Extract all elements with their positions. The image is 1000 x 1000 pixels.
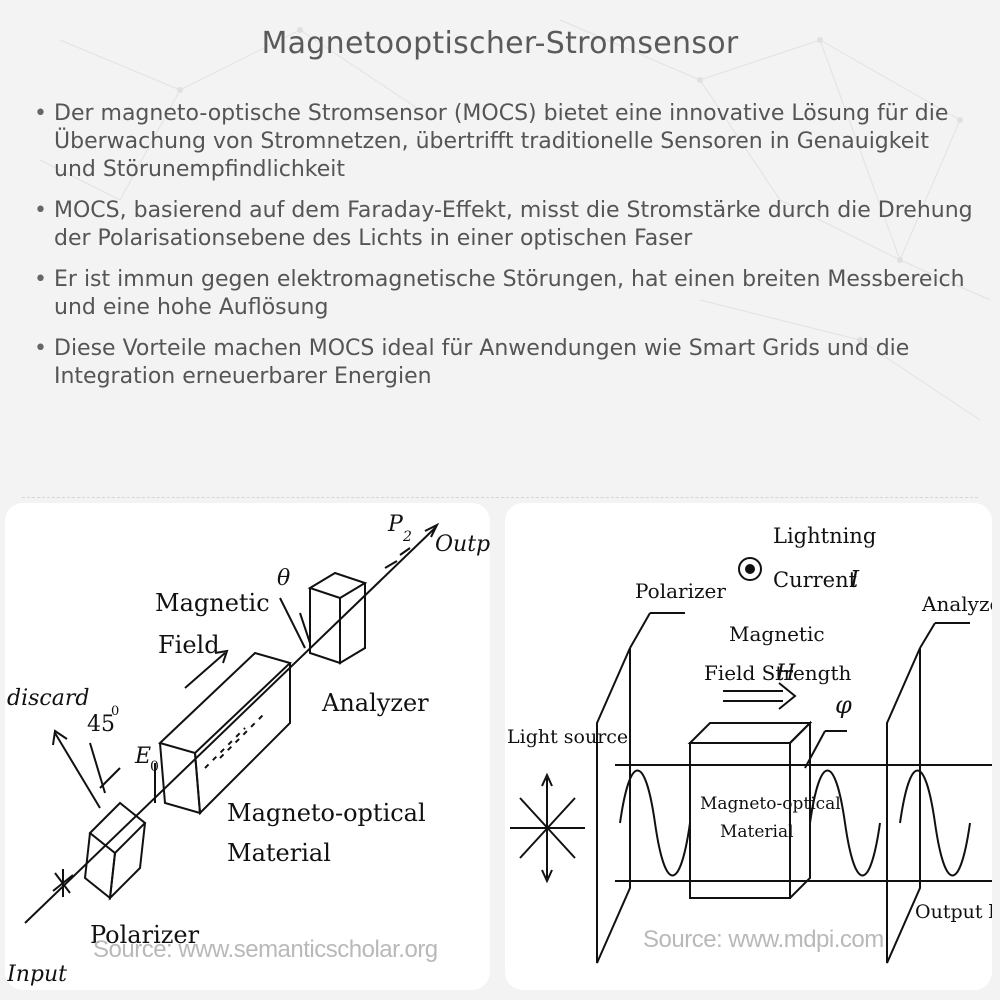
analyzer-label: Analyzer	[921, 592, 992, 616]
left-source-credit: Source: www.semanticscholar.org	[93, 936, 438, 963]
mo-rod-side	[194, 663, 291, 816]
left-diagram-panel: P 2 Output θ Magnetic Field Analyzer dis…	[5, 503, 490, 990]
mo-cube-front	[689, 742, 791, 899]
mo-cube-side	[789, 720, 811, 899]
polarizer-cube-right	[108, 822, 146, 901]
magnetic-field-arrow	[184, 652, 226, 689]
light-beam-line	[24, 527, 436, 924]
mo-material-label-line2: Material	[227, 839, 331, 867]
angle-superscript: 0	[111, 704, 119, 719]
faraday-sensor-diagram: P 2 Output θ Magnetic Field Analyzer dis…	[6, 512, 490, 987]
input-label: Input	[6, 962, 67, 987]
lightning-current-sensor-diagram: Lightning Current I Polarizer Magnetic F…	[507, 524, 992, 964]
output-wave-right	[899, 769, 971, 877]
p2-subscript: 2	[402, 529, 412, 545]
page-title: Magnetooptischer-Stromsensor	[261, 26, 739, 61]
current-direction-symbol	[738, 557, 762, 581]
field-strength-label: Field Strength	[704, 661, 852, 685]
magnetic-label: Magnetic	[155, 589, 270, 617]
mo-material-label-line1: Magneto-optical	[700, 794, 841, 814]
light-source-star	[510, 778, 585, 878]
mo-material-label-line2: Material	[720, 822, 794, 842]
light-source-label: Light source	[507, 726, 628, 748]
analyzer-cube-left	[309, 588, 341, 665]
polarizer-plate	[596, 647, 631, 964]
polarizer-cube-top	[88, 801, 147, 855]
magnetic-label: Magnetic	[729, 622, 825, 646]
current-dot	[745, 564, 755, 574]
analyzer-plate	[886, 647, 921, 964]
theta-label: θ	[277, 566, 290, 591]
analyzer-leader	[919, 622, 936, 649]
angle-label: 45	[87, 712, 115, 737]
bullet-list: Der magneto-optische Stromsensor (MOCS) …	[34, 100, 974, 404]
bullet-item: MOCS, basierend auf dem Faraday-Effekt, …	[34, 197, 974, 253]
bullet-item: Er ist immun gegen elektromagnetische St…	[34, 266, 974, 322]
e0-label: E	[134, 744, 151, 769]
output-label: Output	[435, 532, 490, 557]
bullet-item: Diese Vorteile machen MOCS ideal für Anw…	[34, 335, 974, 391]
mo-material-label-line1: Magneto-optical	[227, 799, 426, 827]
right-source-credit: Source: www.mdpi.com	[643, 926, 884, 953]
phi-label: φ	[835, 691, 852, 719]
rotated-wave-middle	[809, 769, 881, 877]
polarizer-leader	[629, 612, 651, 649]
analyzer-cube-right	[339, 583, 366, 665]
polarizer-label: Polarizer	[90, 921, 200, 949]
field-arrow-shaft	[723, 690, 783, 702]
magnetic-field-arrowhead	[214, 649, 229, 664]
field-arrowhead	[778, 682, 797, 710]
discard-label: discard	[7, 686, 89, 711]
field-symbol: H	[775, 661, 796, 686]
polarizer-label: Polarizer	[635, 579, 726, 603]
analyzer-cube-top	[307, 571, 368, 600]
output-light-label: Output light	[915, 901, 992, 923]
field-label: Field	[158, 631, 220, 659]
mo-rod-top	[158, 651, 292, 755]
current-symbol: I	[849, 567, 860, 593]
p2-label: P	[387, 512, 404, 537]
analyzer-label: Analyzer	[321, 689, 429, 717]
bullet-item: Der magneto-optische Stromsensor (MOCS) …	[34, 100, 974, 184]
e0-subscript: 0	[150, 759, 159, 775]
polarized-wave-left	[619, 769, 691, 877]
section-divider	[22, 497, 978, 498]
right-diagram-panel: Lightning Current I Polarizer Magnetic F…	[505, 503, 992, 990]
current-label: Current	[773, 568, 858, 592]
lightning-label: Lightning	[773, 524, 876, 548]
